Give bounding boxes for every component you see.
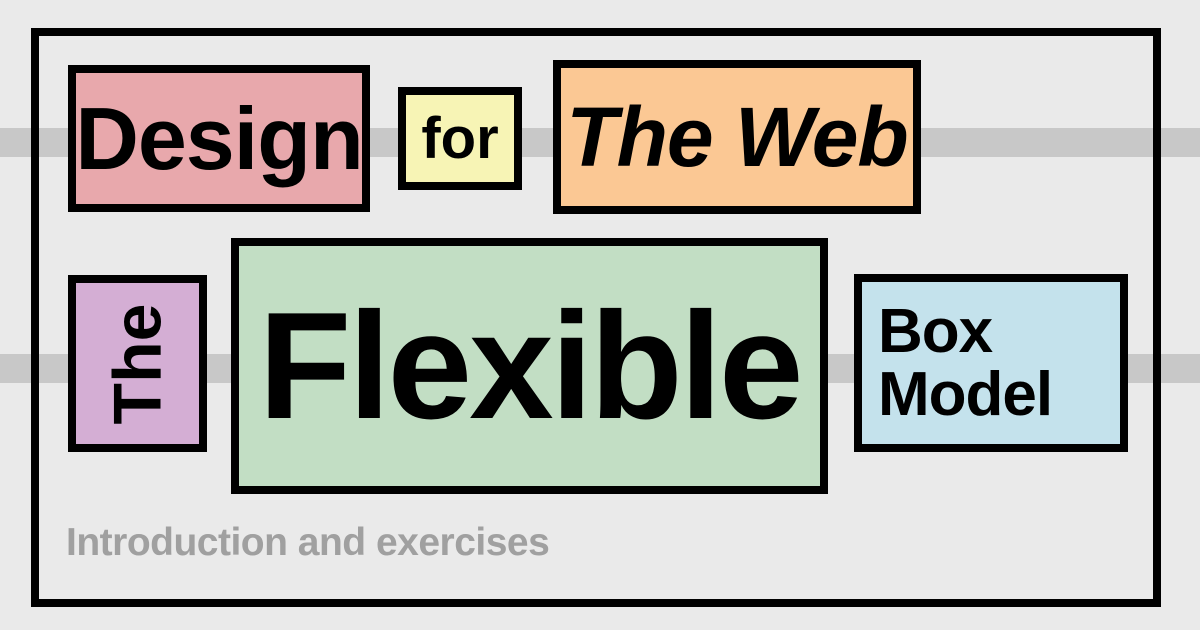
word-box-the: The — [68, 275, 207, 452]
outer-frame-border — [31, 28, 1161, 607]
word-label-for: for — [421, 105, 499, 171]
word-box-the-web: The Web — [553, 60, 921, 214]
word-label-box-model-line1: Box — [878, 296, 993, 366]
subtitle-text: Introduction and exercises — [66, 521, 550, 564]
word-label-box-model-line2: Model — [878, 360, 1053, 429]
word-label-design: Design — [75, 88, 363, 188]
word-box-box-model: Box Model — [854, 274, 1128, 452]
word-label-flexible: Flexible — [258, 281, 804, 451]
word-label-the: The — [99, 303, 176, 424]
word-box-for: for — [398, 87, 522, 190]
word-box-design: Design — [68, 65, 370, 212]
word-box-flexible: Flexible — [231, 238, 828, 494]
word-label-the-web: The Web — [566, 90, 908, 184]
word-label-box-model-stack: Box Model — [878, 296, 1053, 429]
